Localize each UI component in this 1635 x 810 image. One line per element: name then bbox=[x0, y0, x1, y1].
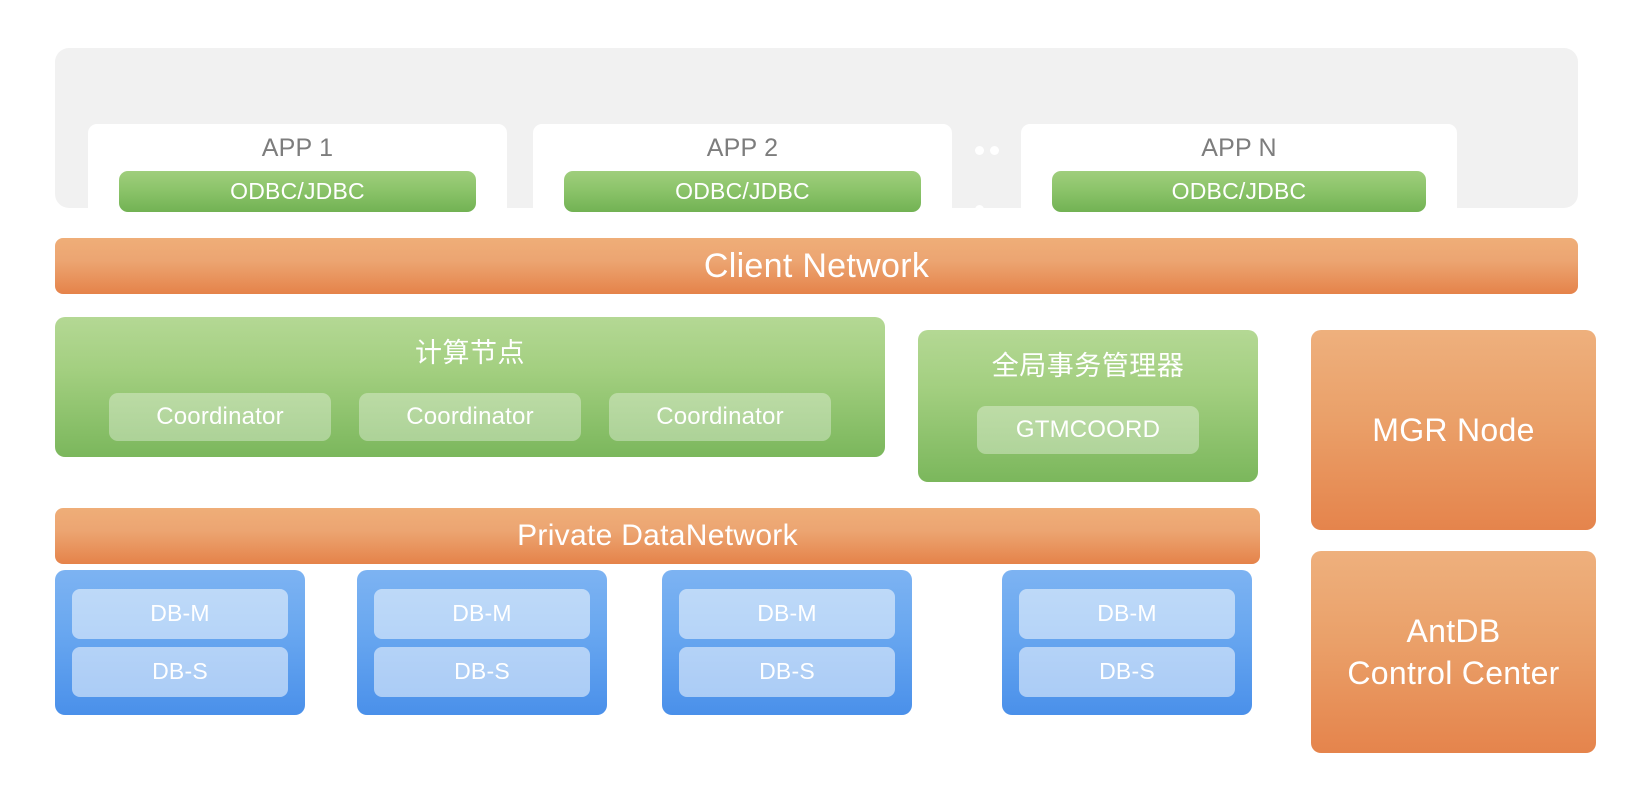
odbc-jdbc-chip[interactable]: ODBC/JDBC bbox=[119, 171, 476, 212]
app-card-2[interactable]: APP 2 ODBC/JDBC bbox=[533, 124, 952, 228]
application-layer-panel: APP 1 ODBC/JDBC APP 2 ODBC/JDBC APP N OD… bbox=[55, 48, 1578, 228]
app-card-n[interactable]: APP N ODBC/JDBC bbox=[1021, 124, 1457, 228]
db-master-chip[interactable]: DB-M bbox=[72, 588, 288, 639]
compute-node-title: 计算节点 bbox=[415, 338, 525, 368]
odbc-jdbc-chip[interactable]: ODBC/JDBC bbox=[1052, 171, 1426, 212]
db-slave-chip[interactable]: DB-S bbox=[72, 646, 288, 697]
gtm-title: 全局事务管理器 bbox=[991, 351, 1185, 381]
db-slave-chip[interactable]: DB-S bbox=[374, 646, 590, 697]
db-master-chip[interactable]: DB-M bbox=[374, 588, 590, 639]
coordinator-chip[interactable]: Coordinator bbox=[359, 393, 581, 441]
coordinator-chip-row: Coordinator Coordinator Coordinator bbox=[109, 393, 831, 441]
antdb-control-center-label-line2: Control Center bbox=[1347, 655, 1560, 691]
gtm-box[interactable]: 全局事务管理器 GTMCOORD bbox=[918, 330, 1258, 482]
gtmcoord-chip[interactable]: GTMCOORD bbox=[977, 406, 1199, 454]
private-datanetwork-bar[interactable]: Private DataNetwork bbox=[55, 508, 1260, 564]
db-master-chip[interactable]: DB-M bbox=[679, 588, 895, 639]
app-title: APP 2 bbox=[706, 134, 779, 162]
private-datanetwork-label: Private DataNetwork bbox=[517, 519, 798, 552]
db-group-1[interactable]: DB-M DB-S bbox=[55, 570, 305, 715]
db-group-2[interactable]: DB-M DB-S bbox=[357, 570, 607, 715]
odbc-jdbc-chip[interactable]: ODBC/JDBC bbox=[564, 171, 921, 212]
app-card-1[interactable]: APP 1 ODBC/JDBC bbox=[88, 124, 507, 228]
mgr-node-label: MGR Node bbox=[1372, 412, 1535, 448]
gtmcoord-chip-row: GTMCOORD bbox=[977, 406, 1199, 454]
client-network-bar[interactable]: Client Network bbox=[55, 238, 1578, 294]
db-group-4[interactable]: DB-M DB-S bbox=[1002, 570, 1252, 715]
client-network-label: Client Network bbox=[703, 246, 930, 285]
antdb-control-center-panel[interactable]: AntDB Control Center bbox=[1311, 551, 1596, 753]
db-group-3[interactable]: DB-M DB-S bbox=[662, 570, 912, 715]
db-slave-chip[interactable]: DB-S bbox=[1019, 646, 1235, 697]
ellipsis-dot-icon bbox=[975, 205, 984, 214]
ellipsis-dot-icon bbox=[975, 146, 984, 155]
mgr-node-panel[interactable]: MGR Node bbox=[1311, 330, 1596, 530]
coordinator-chip[interactable]: Coordinator bbox=[609, 393, 831, 441]
coordinator-chip[interactable]: Coordinator bbox=[109, 393, 331, 441]
db-master-chip[interactable]: DB-M bbox=[1019, 588, 1235, 639]
app-title: APP N bbox=[1201, 134, 1277, 162]
app-title: APP 1 bbox=[261, 134, 334, 162]
antdb-control-center-label-line1: AntDB bbox=[1406, 613, 1501, 649]
db-slave-chip[interactable]: DB-S bbox=[679, 646, 895, 697]
ellipsis-dot-icon bbox=[990, 146, 999, 155]
compute-node-box[interactable]: 计算节点 Coordinator Coordinator Coordinator bbox=[55, 317, 885, 457]
